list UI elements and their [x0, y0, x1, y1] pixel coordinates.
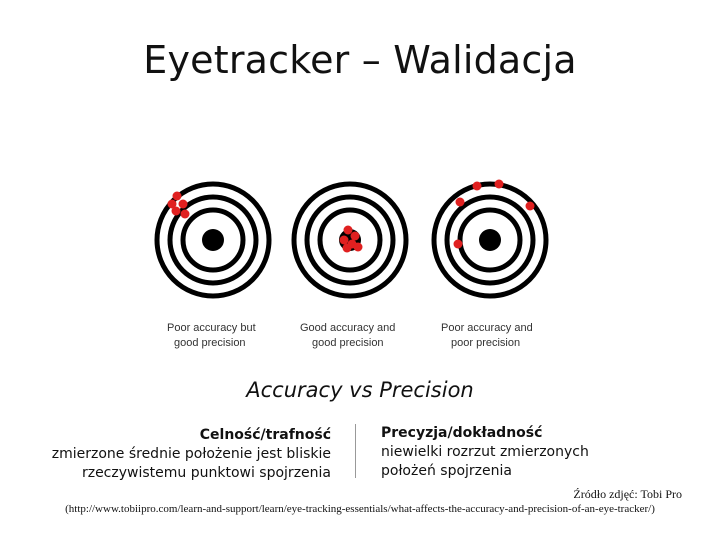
gaze-dot [339, 235, 349, 245]
caption-2-line-1: Good accuracy and [300, 322, 395, 334]
slide-title: Eyetracker – Walidacja [143, 38, 577, 82]
caption-2-line-2: good precision [312, 337, 384, 349]
caption-1-line-2: good precision [174, 337, 246, 349]
caption-1-line-1: Poor accuracy but [167, 322, 256, 334]
caption-3-line-1: Poor accuracy and [441, 322, 533, 334]
bullseye-3 [479, 229, 501, 251]
image-source-url: (http://www.tobiipro.com/learn-and-suppo… [65, 503, 655, 515]
gaze-dot [350, 231, 360, 241]
accuracy-heading: Celność/trafność [199, 427, 331, 443]
gaze-dot [525, 201, 535, 211]
gaze-dot [180, 209, 190, 219]
slide-subtitle: Accuracy vs Precision [246, 378, 474, 402]
targets-svg: Poor accuracy but good precision Good ac… [154, 179, 549, 349]
bullseye-1 [202, 229, 224, 251]
target-poor-accuracy-poor-precision: Poor accuracy and poor precision [431, 179, 549, 349]
precision-definition: Precyzja/dokładność niewielki rozrzut zm… [381, 424, 701, 481]
accuracy-text-line-1: zmierzone średnie położenie jest bliskie [51, 446, 331, 462]
precision-text-line-1: niewielki rozrzut zmierzonych [381, 444, 589, 460]
precision-text-line-2: położeń spojrzenia [381, 463, 512, 479]
target-good-accuracy-good-precision: Good accuracy and good precision [291, 181, 409, 349]
gaze-dot [172, 191, 182, 201]
accuracy-definition: Celność/trafność zmierzone średnie położ… [20, 426, 331, 483]
gaze-dot [353, 242, 363, 252]
gaze-dot [171, 206, 181, 216]
caption-3-line-2: poor precision [451, 337, 520, 349]
gaze-dot [343, 225, 353, 235]
gaze-dot [494, 179, 504, 189]
gaze-dot [178, 199, 188, 209]
accuracy-text-line-2: rzeczywistemu punktowi spojrzenia [81, 465, 331, 481]
accuracy-precision-figure: Poor accuracy but good precision Good ac… [140, 168, 560, 358]
precision-heading: Precyzja/dokładność [381, 425, 543, 441]
target-poor-accuracy-good-precision: Poor accuracy but good precision [154, 181, 272, 349]
gaze-dot [167, 199, 177, 209]
gaze-dot [453, 239, 463, 249]
image-source-label: Źródło zdjęć: Tobi Pro [573, 487, 682, 501]
gaze-dot [472, 181, 482, 191]
gaze-dot [342, 243, 352, 253]
column-divider [355, 424, 356, 478]
gaze-dot [455, 197, 465, 207]
